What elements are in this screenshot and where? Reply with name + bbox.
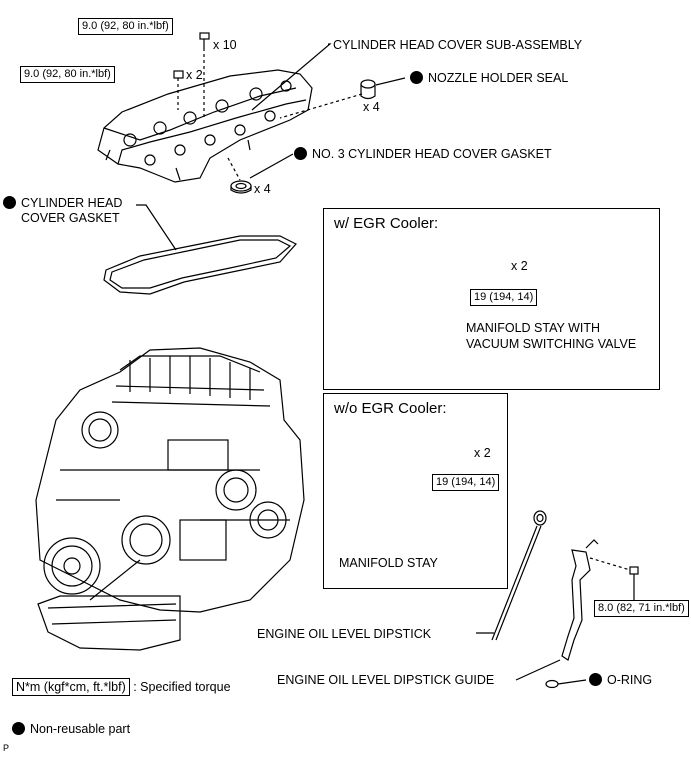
non-reusable-marker bbox=[410, 71, 423, 84]
o-ring-label: O-RING bbox=[589, 673, 652, 687]
cover-bolt-qty: x 10 bbox=[213, 38, 237, 52]
dipstick-drawing bbox=[491, 510, 547, 641]
with-egr-title: w/ EGR Cooler: bbox=[334, 215, 439, 232]
dipstick-guide-label: ENGINE OIL LEVEL DIPSTICK GUIDE bbox=[277, 673, 495, 687]
dipstick-label: ENGINE OIL LEVEL DIPSTICK bbox=[257, 627, 432, 641]
cover-subassembly-label: CYLINDER HEAD COVER SUB-ASSEMBLY bbox=[333, 38, 583, 52]
nozzle-seal-qty: x 4 bbox=[363, 100, 380, 114]
cover-nut-torque: 9.0 (92, 80 in.*lbf) bbox=[20, 66, 115, 83]
non-reusable-marker bbox=[294, 147, 307, 160]
cover-bolt-drawing bbox=[199, 32, 210, 48]
nozzle-seal-label: NOZZLE HOLDER SEAL bbox=[410, 71, 568, 85]
cover-gasket-drawing bbox=[103, 235, 297, 295]
dipstick-guide-drawing bbox=[561, 539, 599, 661]
guide-bolt-drawing bbox=[629, 566, 639, 582]
non-reusable-marker bbox=[589, 673, 602, 686]
no3-gasket-qty: x 4 bbox=[254, 182, 271, 196]
egr-bolt-torque: 19 (194, 14) bbox=[470, 289, 538, 306]
non-reusable-marker bbox=[12, 722, 25, 735]
torque-legend: N*m (kgf*cm, ft.*lbf) : Specified torque bbox=[12, 678, 231, 696]
no3-gasket-drawing bbox=[230, 180, 252, 194]
manifold-stay-label: MANIFOLD STAY bbox=[339, 556, 438, 570]
engine-drawing bbox=[35, 347, 305, 651]
no-egr-bolt-qty: x 2 bbox=[474, 446, 491, 460]
cover-gasket-label: CYLINDER HEAD bbox=[3, 196, 122, 210]
cover-nut-drawing bbox=[173, 70, 184, 79]
guide-bolt-torque: 8.0 (82, 71 in.*lbf) bbox=[594, 600, 689, 617]
footer-code: P bbox=[3, 743, 10, 753]
non-reusable-marker bbox=[3, 196, 16, 209]
no-egr-bolt-torque: 19 (194, 14) bbox=[432, 474, 500, 491]
cover-gasket-text-line1: CYLINDER HEAD bbox=[21, 196, 123, 210]
no3-gasket-label: NO. 3 CYLINDER HEAD COVER GASKET bbox=[294, 147, 552, 161]
no3-gasket-text: NO. 3 CYLINDER HEAD COVER GASKET bbox=[312, 147, 552, 161]
torque-legend-box: N*m (kgf*cm, ft.*lbf) bbox=[12, 678, 130, 696]
nozzle-seal-text: NOZZLE HOLDER SEAL bbox=[428, 71, 569, 85]
cover-gasket-text-line2: COVER GASKET bbox=[21, 211, 120, 225]
cover-nut-qty: x 2 bbox=[186, 68, 203, 82]
o-ring-drawing bbox=[545, 679, 559, 689]
nozzle-holder-seal-drawing bbox=[360, 79, 376, 100]
egr-bolt-qty: x 2 bbox=[511, 259, 528, 273]
without-egr-title: w/o EGR Cooler: bbox=[334, 400, 447, 417]
non-reusable-legend-text: Non-reusable part bbox=[30, 722, 131, 736]
o-ring-text: O-RING bbox=[607, 673, 653, 687]
torque-legend-text: : Specified torque bbox=[133, 680, 231, 694]
without-egr-panel: w/o EGR Cooler: bbox=[323, 393, 508, 589]
cylinder-head-cover-drawing bbox=[97, 69, 313, 183]
cover-bolt-torque: 9.0 (92, 80 in.*lbf) bbox=[78, 18, 173, 35]
stay-valve-label-line1: MANIFOLD STAY WITH bbox=[466, 321, 601, 335]
non-reusable-legend: Non-reusable part bbox=[12, 722, 130, 736]
stay-valve-label-line2: VACUUM SWITCHING VALVE bbox=[466, 337, 637, 351]
